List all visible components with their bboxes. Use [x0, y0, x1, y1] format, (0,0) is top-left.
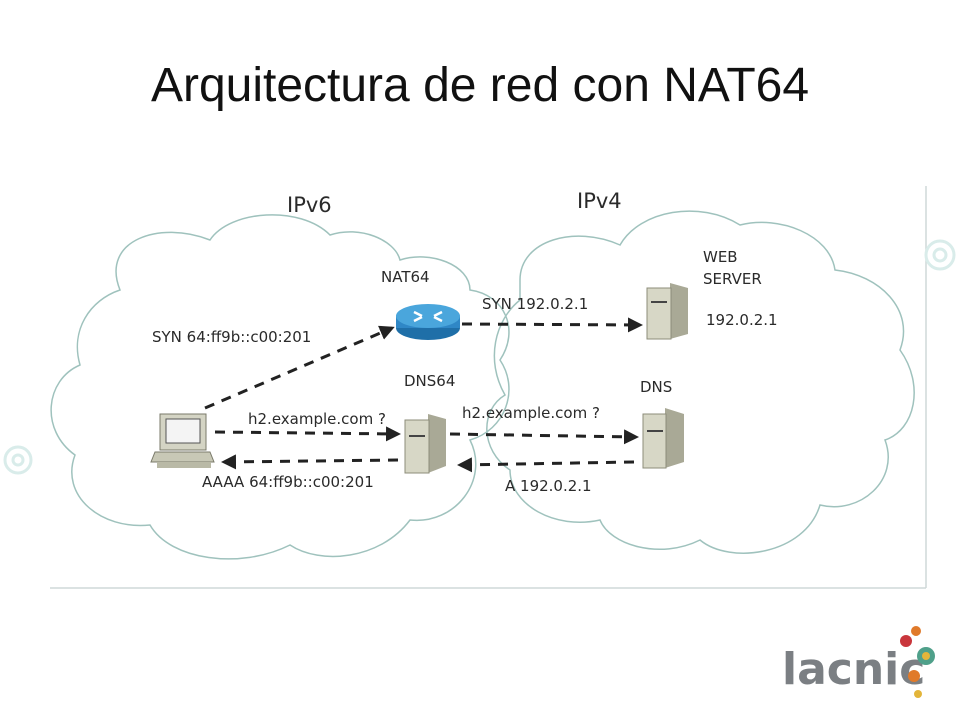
ipv6-zone-label: IPv6 — [287, 193, 332, 217]
arrow-answer-aaaa — [221, 454, 399, 470]
dns64-label: DNS64 — [404, 372, 455, 390]
query-dns-label: h2.example.com ? — [462, 404, 600, 422]
decorative-circles — [3, 239, 956, 475]
dns-server-icon — [642, 408, 684, 469]
lacnic-logo: lacnic — [782, 626, 935, 698]
dns-label: DNS — [640, 378, 672, 396]
syn-ipv6-label: SYN 64:ff9b::c00:201 — [152, 328, 311, 346]
lacnic-logo-text: lacnic — [782, 644, 925, 695]
dns64-server-icon — [404, 414, 446, 474]
answer-aaaa-label: AAAA 64:ff9b::c00:201 — [202, 473, 374, 491]
arrow-syn-ipv4 — [461, 317, 643, 333]
syn-ipv4-label: SYN 192.0.2.1 — [482, 295, 588, 313]
web-server-label-line2: SERVER — [703, 270, 762, 288]
query-dns64-label: h2.example.com ? — [248, 410, 386, 428]
arrow-answer-a — [457, 457, 635, 473]
page-title: Arquitectura de red con NAT64 — [150, 59, 810, 112]
web-server-label-line1: WEB — [703, 248, 738, 266]
web-server-ip-label: 192.0.2.1 — [706, 311, 778, 329]
ipv6-cloud — [50, 214, 510, 560]
router-icon — [396, 304, 460, 340]
answer-a-label: A 192.0.2.1 — [505, 477, 592, 495]
ipv4-cloud — [486, 210, 915, 554]
nat64-label: NAT64 — [381, 268, 430, 286]
computer-icon — [150, 413, 215, 468]
arrow-query-dns — [449, 429, 639, 445]
web-server-icon — [646, 283, 688, 340]
arrow-query-dns64 — [214, 426, 401, 442]
arrow-syn-ipv6 — [204, 325, 395, 410]
ipv4-zone-label: IPv4 — [577, 189, 622, 213]
